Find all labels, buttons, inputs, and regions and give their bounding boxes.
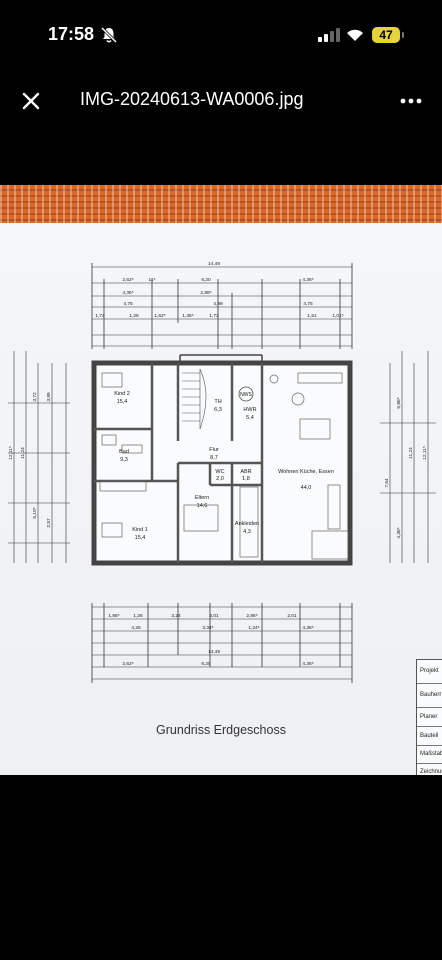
title-block: Projekt Bauherr Planer Bauteil Maßstab Z… <box>416 659 442 775</box>
more-options-button[interactable] <box>396 88 426 114</box>
room-name: Bad <box>119 449 129 455</box>
dimension-label: 14,49 <box>208 261 220 267</box>
more-dots-icon <box>400 98 422 104</box>
file-title: IMG-20240613-WA0006.jpg <box>80 89 304 109</box>
room-name: Kind 1 <box>132 527 148 533</box>
dimension-label: 12,11⁵ <box>8 446 14 460</box>
nws-label: NWS <box>240 392 252 398</box>
room-area: 4,3 <box>243 529 251 535</box>
muted-bell-icon <box>100 26 118 44</box>
room-area: 15,4 <box>135 535 146 541</box>
dimension-label: 14,49 <box>208 649 220 655</box>
room-area: 6,3 <box>214 407 222 413</box>
floor-plan-paper: NWS Kind 2 15,4 TH 6,3 HWR 5,4 Wohnen Kü… <box>0 223 442 775</box>
room-name: Wohnen Küche, Essen <box>278 469 334 475</box>
dimension-label: 1,01⁵ <box>332 313 343 319</box>
wifi-icon <box>347 29 363 41</box>
dimension-label: 11,24 <box>20 447 26 459</box>
signal-icon <box>318 28 340 42</box>
room-area: 14,6 <box>197 503 208 509</box>
dimension-label: 7,64 <box>384 478 390 488</box>
dimension-label: 6,20 <box>201 277 211 283</box>
dimension-label: 2,88⁵ <box>200 290 211 296</box>
title-block-row: Planer <box>417 708 442 727</box>
room-area: 44,0 <box>301 485 312 491</box>
dimension-label: 2,62⁵ <box>122 277 133 283</box>
room-area: 5,4 <box>246 415 254 421</box>
dimension-label: 4,36⁵ <box>396 527 402 538</box>
room-name: Kind 2 <box>114 391 130 397</box>
title-block-row: Bauteil <box>417 727 442 746</box>
close-icon <box>22 92 40 110</box>
status-time: 17:58 <box>48 24 95 44</box>
title-block-row: Maßstab <box>417 746 442 764</box>
room-name: Eltern <box>195 495 209 501</box>
dimension-label: 2,57 <box>46 518 52 528</box>
dimension-label: 1,36⁵ <box>182 313 193 319</box>
dimension-label: 1,62⁵ <box>154 313 165 319</box>
dimension-label: 1,26 <box>133 613 143 619</box>
dimension-label: 11,24 <box>408 447 414 459</box>
room-name: WC <box>215 469 224 475</box>
dimension-label: 3,72 <box>32 392 38 402</box>
dimension-label: 4,75 <box>123 301 133 307</box>
close-button[interactable] <box>18 88 44 114</box>
dimension-label: 4,26 <box>131 625 141 631</box>
title-block-row: Bauherr <box>417 684 442 708</box>
dimension-label: 3,89 <box>46 392 52 402</box>
room-area: 9,3 <box>120 457 128 463</box>
room-area: 8,7 <box>210 455 218 461</box>
dimension-label: 4,36⁵ <box>302 277 313 283</box>
room-name: Flur <box>209 447 219 453</box>
dimension-label: 4,36⁵ <box>302 625 313 631</box>
room-area: 2,0 <box>216 476 224 482</box>
photo-view[interactable]: NWS Kind 2 15,4 TH 6,3 HWR 5,4 Wohnen Kü… <box>0 185 442 775</box>
dimension-label: 11⁵ <box>149 277 156 283</box>
dimension-label: 1,74 <box>95 313 105 319</box>
dimension-label: 1,24⁵ <box>248 625 259 631</box>
woven-mat-background <box>0 185 442 227</box>
title-block-row: Zeichnung <box>420 769 442 775</box>
room-name: HWR <box>243 407 256 413</box>
dimension-label: 1,26 <box>129 313 139 319</box>
dimension-label: 1,73 <box>209 313 219 319</box>
dimension-label: 1,86⁵ <box>108 613 119 619</box>
dimension-label: 2,86⁵ <box>246 613 257 619</box>
dimension-label: 5,10⁵ <box>32 507 38 518</box>
floor-plan-drawing: NWS Kind 2 15,4 TH 6,3 HWR 5,4 Wohnen Kü… <box>8 261 436 683</box>
dimension-label: 3,24 <box>171 613 181 619</box>
dimension-label: 4,36⁵ <box>302 661 313 667</box>
plan-caption: Grundriss Erdgeschoss <box>156 723 286 737</box>
dimension-label: 6,20 <box>201 661 211 667</box>
room-name: Ankleiden <box>235 521 259 527</box>
room-name: ABR <box>240 469 251 475</box>
title-block-row: Projekt <box>417 660 442 684</box>
dimension-label: 1,51 <box>307 313 317 319</box>
viewer-nav-bar: IMG-20240613-WA0006.jpg <box>0 78 442 122</box>
dimension-label: 4,75 <box>303 301 313 307</box>
dimension-label: 4,99 <box>213 301 223 307</box>
dimension-label: 3,01 <box>209 613 219 619</box>
dimension-label: 2,01 <box>287 613 297 619</box>
battery-indicator: 47 <box>372 27 404 43</box>
dimension-label: 4,36⁵ <box>122 290 133 296</box>
dimension-label: 3,34⁵ <box>202 625 213 631</box>
dimension-label: 5,86⁵ <box>396 397 402 408</box>
status-bar: 17:58 47 <box>0 0 442 70</box>
dimension-label: 2,62⁵ <box>122 661 133 667</box>
room-area: 15,4 <box>117 399 128 405</box>
room-name: TH <box>214 399 221 405</box>
dimension-label: 12,11⁵ <box>422 446 428 460</box>
room-area: 1,8 <box>242 476 250 482</box>
